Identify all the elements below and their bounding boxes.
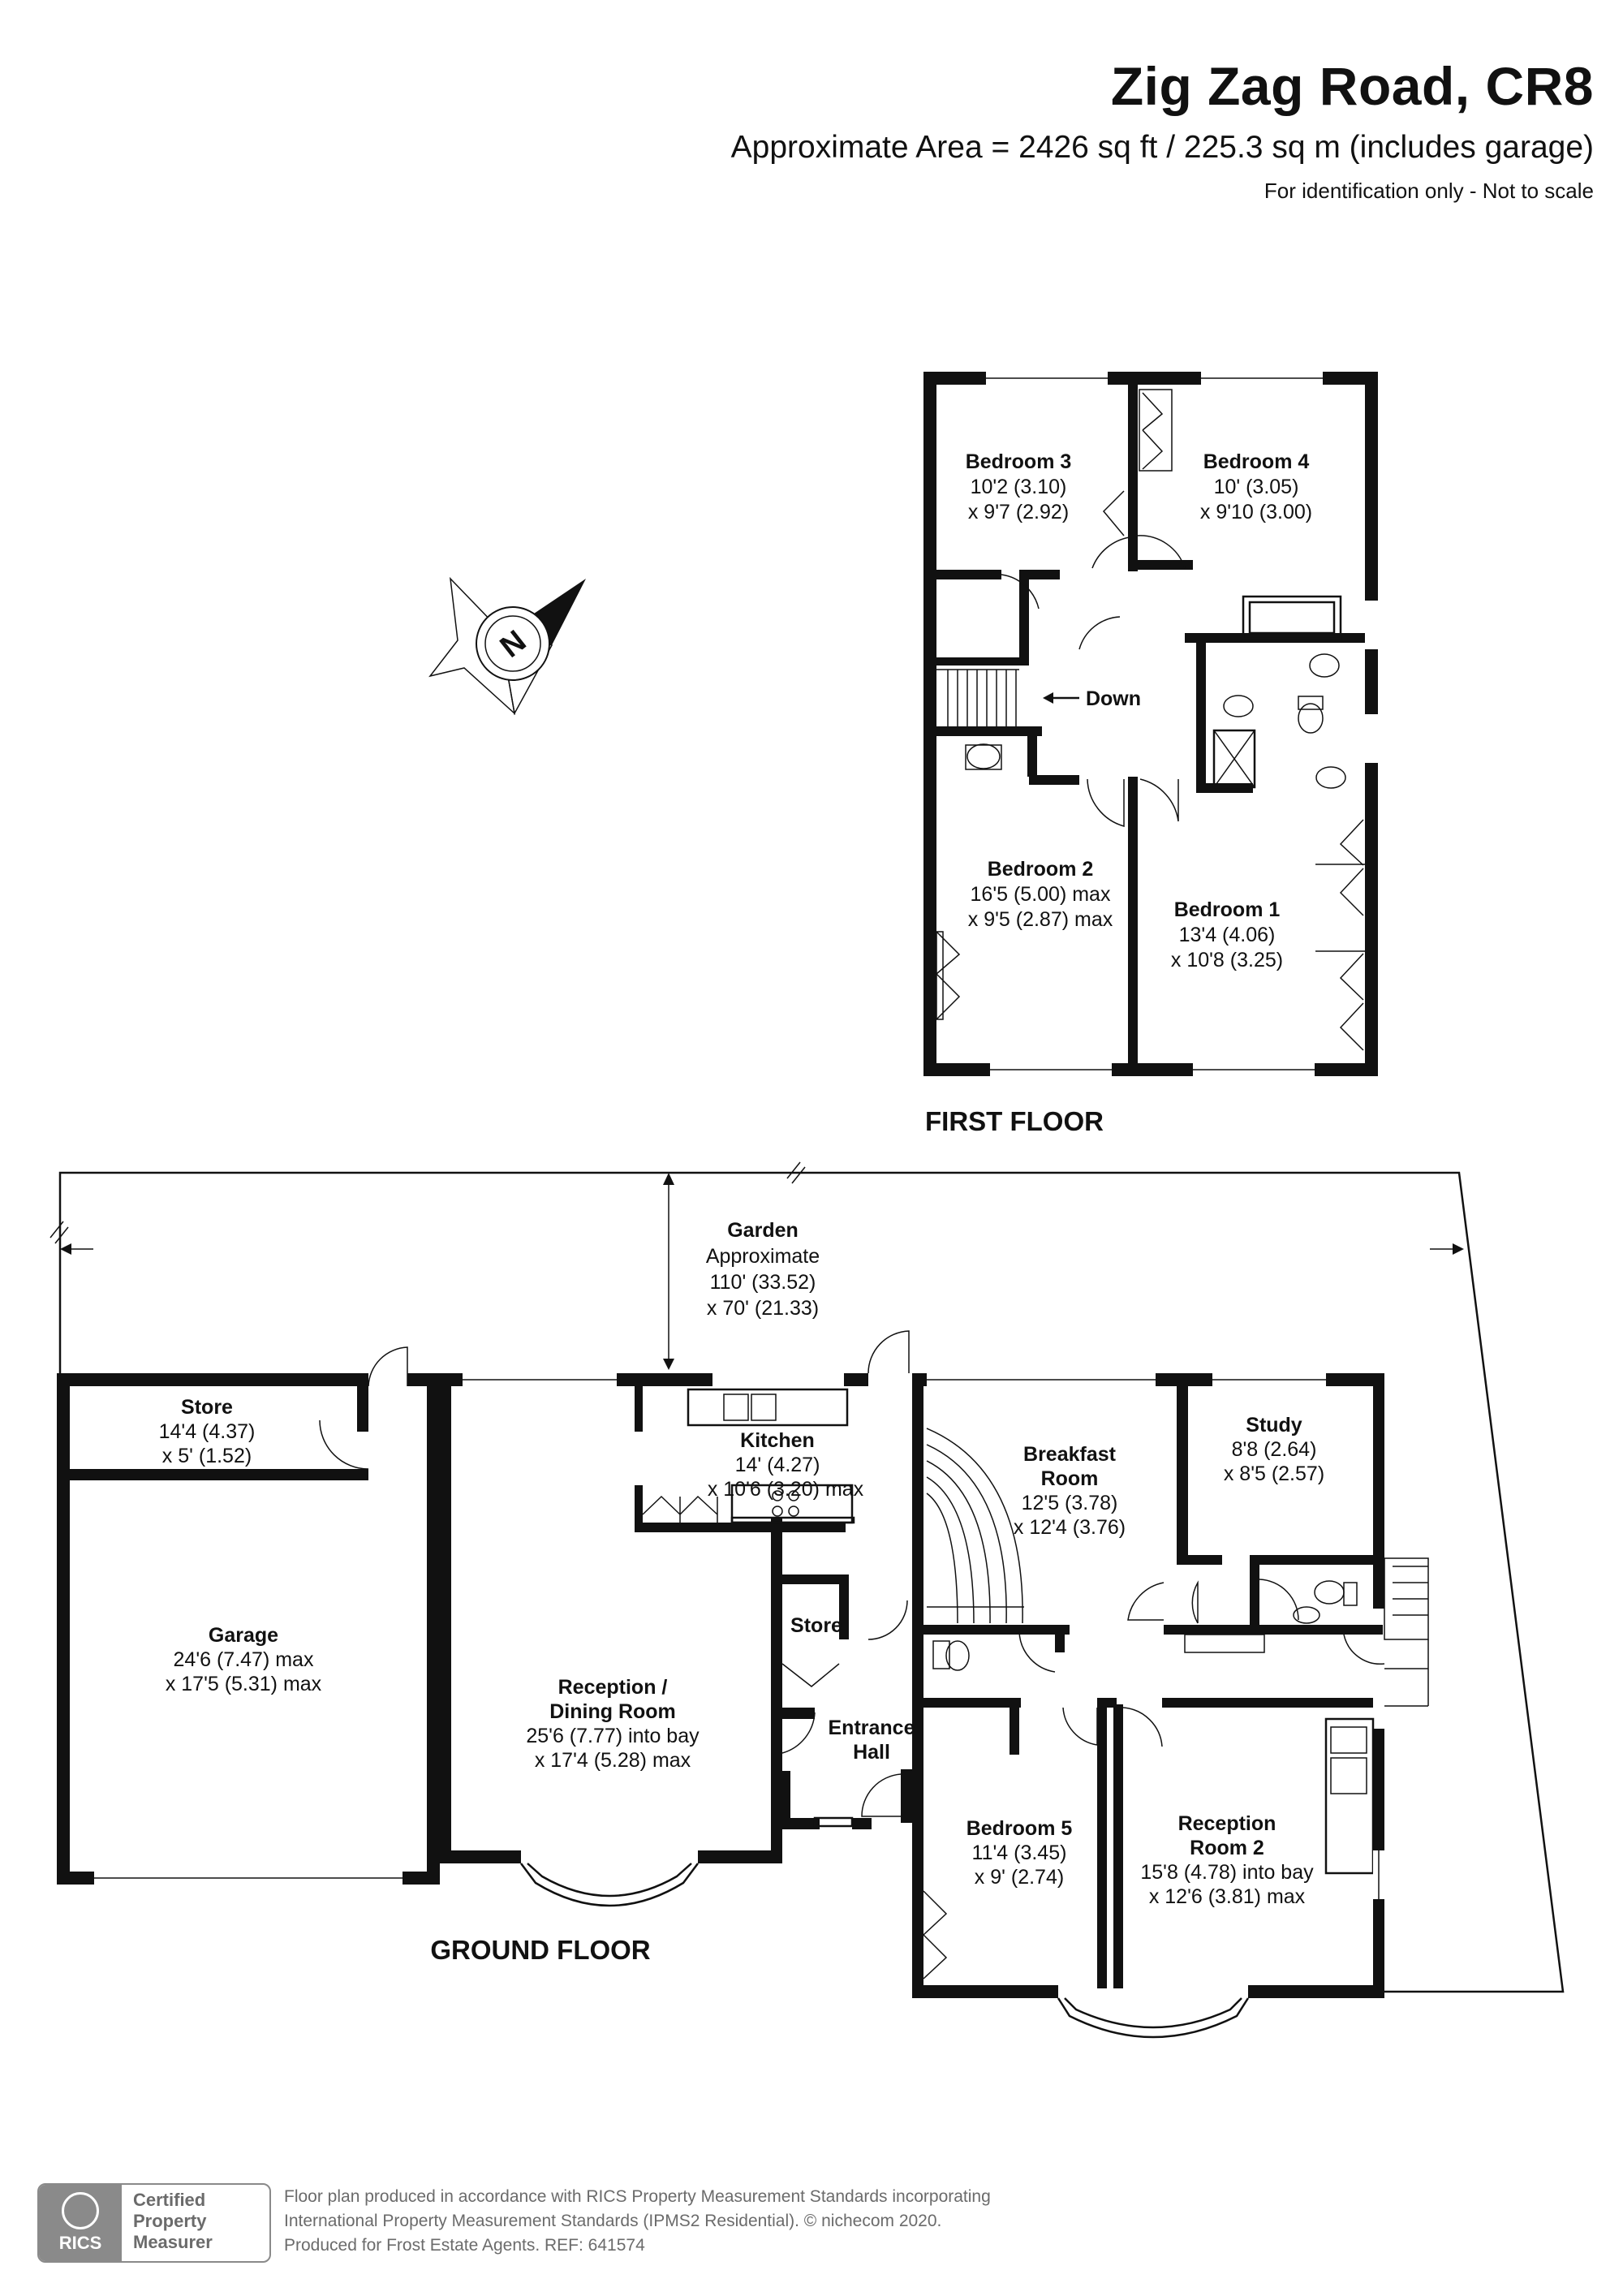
rics-logo: RICS [39, 2185, 122, 2261]
rics-seal-icon [62, 2192, 99, 2229]
svg-text:Room 2: Room 2 [1190, 1837, 1264, 1859]
rics-cert-text: Certified Property Measurer [122, 2185, 213, 2261]
first-floor-label: FIRST FLOOR [925, 1106, 1104, 1136]
footer-line: Floor plan produced in accordance with R… [284, 2187, 991, 2206]
svg-text:Garden: Garden [727, 1219, 799, 1242]
svg-text:x 9'5 (2.87) max: x 9'5 (2.87) max [968, 908, 1113, 931]
svg-text:8'8 (2.64): 8'8 (2.64) [1232, 1438, 1317, 1461]
svg-text:Dining Room: Dining Room [549, 1700, 676, 1723]
svg-text:x 9'10 (3.00): x 9'10 (3.00) [1200, 501, 1312, 523]
ground-floor: Garden Approximate 110' (33.52) x 70' (2… [50, 1161, 1565, 2039]
svg-text:Reception: Reception [1178, 1812, 1276, 1835]
bedroom-3-label: Bedroom 3 10'2 (3.10) x 9'7 (2.92) [966, 450, 1072, 523]
svg-text:Entrance: Entrance [829, 1717, 915, 1739]
svg-text:x 9' (2.74): x 9' (2.74) [975, 1866, 1064, 1889]
store-2-label: Store [790, 1614, 842, 1637]
footer-line: International Property Measurement Stand… [284, 2212, 942, 2230]
ground-floor-label: GROUND FLOOR [430, 1935, 650, 1965]
rics-org: RICS [58, 2233, 102, 2253]
study-label: Study 8'8 (2.64) x 8'5 (2.57) [1224, 1414, 1324, 1485]
svg-text:x 17'5 (5.31) max: x 17'5 (5.31) max [166, 1673, 322, 1695]
svg-text:Breakfast: Breakfast [1023, 1443, 1117, 1466]
svg-text:Garage: Garage [209, 1624, 278, 1647]
svg-text:Store: Store [181, 1396, 233, 1419]
garden-label: Garden Approximate 110' (33.52) x 70' (2… [706, 1219, 820, 1320]
store-label: Store 14'4 (4.37) x 5' (1.52) [159, 1396, 256, 1467]
footer-text: Floor plan produced in accordance with R… [284, 2185, 991, 2258]
approximate-area: Approximate Area = 2426 sq ft / 225.3 sq… [730, 130, 1594, 165]
cert-line: Property [133, 2211, 207, 2231]
svg-text:Bedroom 3: Bedroom 3 [966, 450, 1072, 473]
svg-text:x 9'7 (2.92): x 9'7 (2.92) [968, 501, 1069, 523]
svg-text:x 12'4 (3.76): x 12'4 (3.76) [1014, 1516, 1126, 1539]
svg-text:15'8 (4.78) into bay: 15'8 (4.78) into bay [1140, 1861, 1314, 1884]
svg-text:x 17'4 (5.28) max: x 17'4 (5.28) max [535, 1749, 691, 1772]
rics-badge: RICS Certified Property Measurer [37, 2183, 271, 2263]
svg-text:14'4 (4.37): 14'4 (4.37) [159, 1420, 256, 1443]
svg-text:25'6 (7.77) into bay: 25'6 (7.77) into bay [526, 1725, 700, 1747]
kitchen-label: Kitchen 14' (4.27) x 10'6 (3.20) max [708, 1429, 864, 1501]
svg-text:x 70' (21.33): x 70' (21.33) [707, 1297, 819, 1320]
svg-text:Room: Room [1041, 1467, 1099, 1490]
bedroom-5-label: Bedroom 5 11'4 (3.45) x 9' (2.74) [966, 1817, 1073, 1889]
svg-text:12'5 (3.78): 12'5 (3.78) [1022, 1492, 1118, 1514]
svg-text:10' (3.05): 10' (3.05) [1214, 476, 1299, 498]
svg-text:Bedroom 1: Bedroom 1 [1174, 898, 1281, 921]
svg-text:24'6 (7.47) max: 24'6 (7.47) max [174, 1648, 314, 1671]
first-floor: Bedroom 3 10'2 (3.10) x 9'7 (2.92) Bedro… [923, 372, 1378, 1136]
garage-label: Garage 24'6 (7.47) max x 17'5 (5.31) max [166, 1624, 322, 1695]
svg-text:11'4 (3.45): 11'4 (3.45) [972, 1842, 1067, 1864]
bedroom-4-label: Bedroom 4 10' (3.05) x 9'10 (3.00) [1200, 450, 1312, 523]
svg-text:x 5' (1.52): x 5' (1.52) [162, 1445, 252, 1467]
reception-room-2-label: Reception Room 2 15'8 (4.78) into bay x … [1140, 1812, 1314, 1908]
svg-text:x 10'6 (3.20) max: x 10'6 (3.20) max [708, 1478, 864, 1501]
svg-text:x 10'8 (3.25): x 10'8 (3.25) [1171, 949, 1283, 971]
down-label: Down [1086, 687, 1141, 710]
svg-text:Approximate: Approximate [706, 1245, 820, 1268]
cert-line: Certified [133, 2190, 206, 2210]
svg-text:110' (33.52): 110' (33.52) [710, 1271, 816, 1294]
svg-text:Study: Study [1246, 1414, 1302, 1437]
svg-text:14' (4.27): 14' (4.27) [735, 1454, 820, 1476]
svg-text:13'4 (4.06): 13'4 (4.06) [1179, 924, 1276, 946]
svg-text:Hall: Hall [853, 1741, 890, 1764]
svg-text:x 8'5 (2.57): x 8'5 (2.57) [1224, 1462, 1324, 1485]
svg-text:10'2 (3.10): 10'2 (3.10) [971, 476, 1067, 498]
scale-note: For identification only - Not to scale [1264, 179, 1594, 203]
cert-line: Measurer [133, 2232, 213, 2252]
breakfast-room-label: Breakfast Room 12'5 (3.78) x 12'4 (3.76) [1014, 1443, 1126, 1539]
svg-text:Bedroom 2: Bedroom 2 [988, 858, 1094, 881]
svg-text:Kitchen: Kitchen [740, 1429, 815, 1452]
bedroom-1-label: Bedroom 1 13'4 (4.06) x 10'8 (3.25) [1171, 898, 1283, 971]
reception-dining-label: Reception / Dining Room 25'6 (7.77) into… [526, 1676, 700, 1772]
footer-line: Produced for Frost Estate Agents. REF: 6… [284, 2236, 645, 2255]
plan-title: Zig Zag Road, CR8 [1110, 56, 1594, 116]
svg-text:x 12'6 (3.81) max: x 12'6 (3.81) max [1149, 1885, 1306, 1908]
svg-text:Reception /: Reception / [558, 1676, 668, 1699]
svg-text:Bedroom 5: Bedroom 5 [966, 1817, 1073, 1840]
svg-text:16'5 (5.00) max: 16'5 (5.00) max [971, 883, 1111, 906]
compass-icon: N [428, 576, 586, 716]
bedroom-2-label: Bedroom 2 16'5 (5.00) max x 9'5 (2.87) m… [968, 858, 1113, 931]
svg-text:Bedroom 4: Bedroom 4 [1203, 450, 1310, 473]
entrance-hall-label: Entrance Hall [829, 1717, 915, 1764]
